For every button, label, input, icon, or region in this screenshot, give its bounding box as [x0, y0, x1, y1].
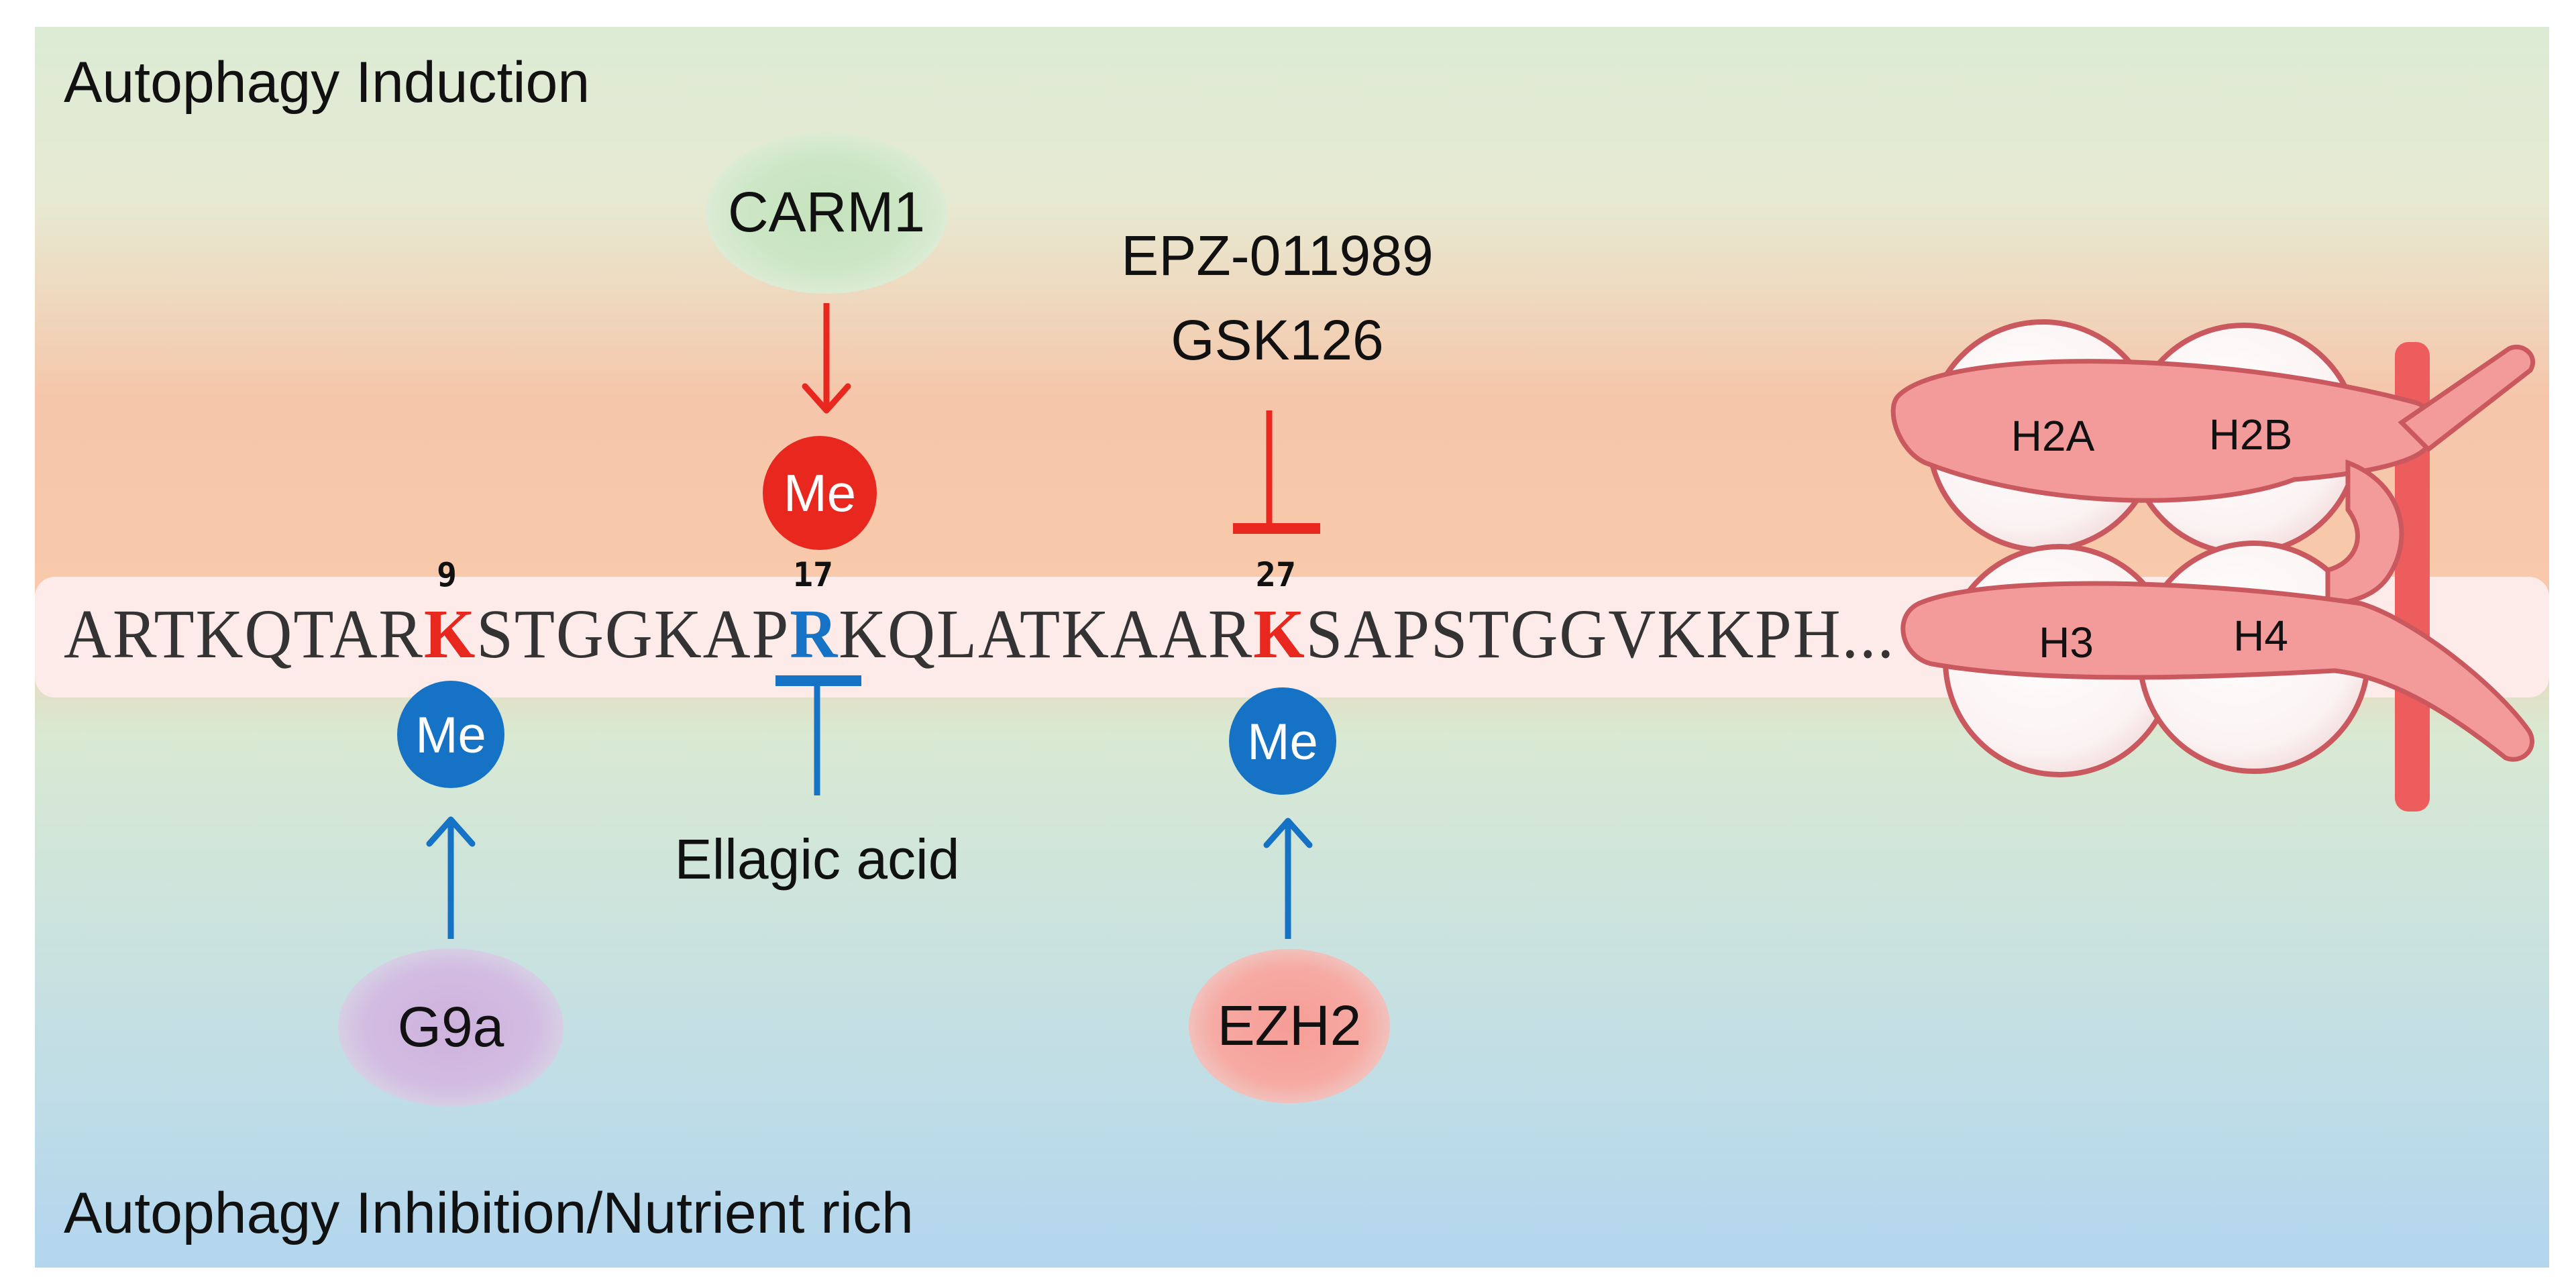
position-label-9: 9	[437, 555, 457, 594]
residue-k9: K	[424, 596, 476, 673]
sequence-ellipsis: ...	[1842, 596, 1895, 673]
g9a-label: G9a	[398, 995, 504, 1058]
ezh2-label: EZH2	[1218, 994, 1362, 1057]
histone-h2b-label: H2B	[2209, 410, 2293, 459]
ezh2-ellipse	[1189, 949, 1390, 1103]
sequence-segment-1: ARTKQTAR	[64, 596, 424, 673]
methyl-mark-r17	[763, 436, 877, 550]
carm1-label: CARM1	[728, 180, 925, 243]
histone-h4-label: H4	[2233, 612, 2288, 660]
histone-h2a-label: H2A	[2011, 412, 2095, 460]
g9a-ellipse	[338, 948, 564, 1107]
methyl-mark-k27	[1229, 687, 1336, 795]
position-label-27: 27	[1256, 555, 1296, 594]
methyl-mark-k27-label: Me	[1247, 714, 1318, 771]
sequence-segment-4: SAPSTGGVKKPH	[1306, 596, 1842, 673]
inhibitor-gsk126: GSK126	[1171, 309, 1384, 372]
residue-r17: R	[790, 596, 839, 673]
dna-wrap-right-turn	[2325, 459, 2404, 606]
residue-k27: K	[1253, 596, 1305, 673]
sequence-segment-2: STGGKAP	[476, 596, 790, 673]
position-label-17: 17	[793, 555, 833, 594]
methyl-mark-k9	[397, 681, 504, 788]
dna-wrap-upper	[1890, 359, 2438, 503]
inhibition-bar-ezh2	[1233, 410, 1320, 534]
histone-h3-sequence: ARTKQTARKSTGGKAPRKQLATKAARKSAPSTGGVKKPH.…	[64, 596, 1895, 673]
dna-wrap-lower	[1900, 581, 2534, 762]
nucleosome-illustration: H2A H2B H3 H4	[1890, 319, 2535, 812]
title-autophagy-inhibition: Autophagy Inhibition/Nutrient rich	[64, 1181, 914, 1245]
sequence-segment-3: KQLATKAAR	[839, 596, 1253, 673]
g9a-arrow	[426, 816, 476, 939]
carm1-arrow	[802, 303, 851, 414]
inhibitor-epz-011989: EPZ-011989	[1121, 224, 1433, 287]
histone-h3-label: H3	[2039, 618, 2094, 667]
ezh2-arrow	[1263, 818, 1313, 939]
carm1-ellipse	[706, 133, 947, 294]
dna-tail-upper	[2398, 344, 2535, 453]
title-autophagy-induction: Autophagy Induction	[64, 50, 590, 115]
methyl-mark-k9-label: Me	[415, 707, 486, 764]
methyl-mark-r17-label: Me	[784, 463, 856, 522]
inhibition-bar-carm1	[775, 675, 861, 795]
inhibitor-ellagic-acid: Ellagic acid	[675, 828, 960, 891]
